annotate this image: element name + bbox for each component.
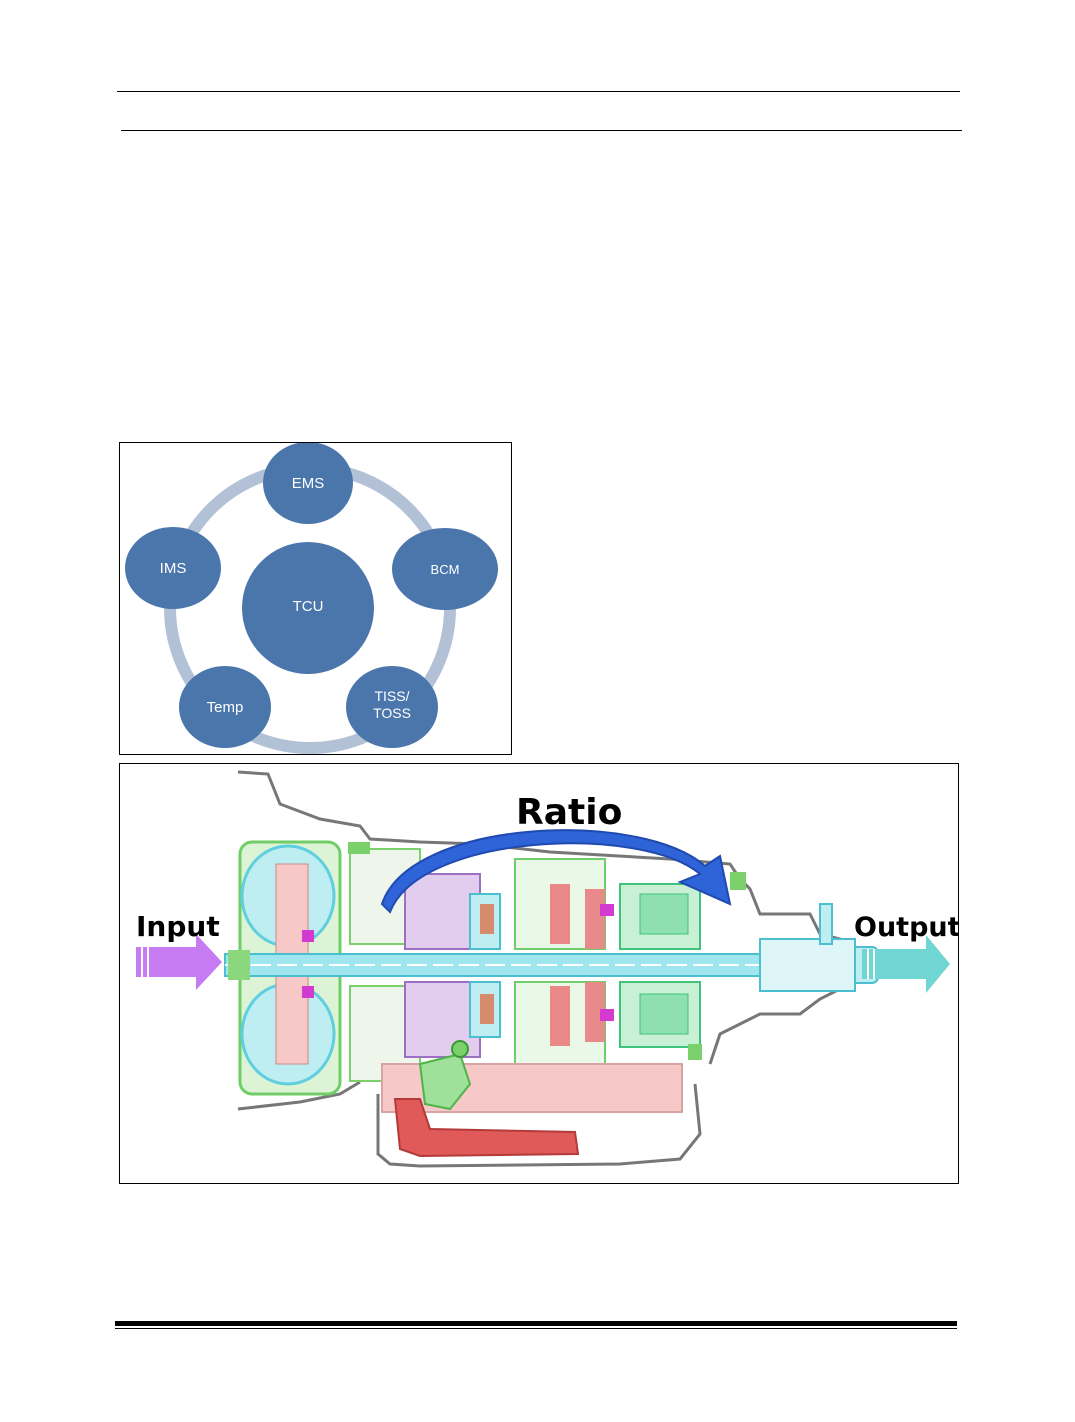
svg-text:EMS: EMS xyxy=(292,475,325,492)
svg-text:TOSS: TOSS xyxy=(373,705,411,721)
output-label: Output xyxy=(854,912,958,943)
node-ems: EMS xyxy=(263,442,353,524)
footer-rule-thick xyxy=(115,1321,957,1326)
svg-text:Temp: Temp xyxy=(207,699,244,716)
svg-text:IMS: IMS xyxy=(160,560,187,577)
input-label: Input xyxy=(136,910,220,943)
node-temp: Temp xyxy=(179,666,271,748)
ratio-label: Ratio xyxy=(516,792,622,833)
footer-rule-thin xyxy=(115,1328,957,1329)
node-bcm: BCM xyxy=(392,528,498,610)
node-tiss-toss: TISS/ TOSS xyxy=(346,666,438,748)
ratio-arrow-icon xyxy=(380,829,732,914)
gearset-upper xyxy=(349,848,701,950)
svg-text:BCM: BCM xyxy=(431,562,460,577)
output-arrow-icon xyxy=(862,935,950,993)
tcu-diagram-figure: EMS BCM TISS/ TOSS Temp IMS TCU xyxy=(119,442,512,755)
output-flange xyxy=(348,842,856,1060)
header-rule-bottom xyxy=(121,130,962,131)
tcu-diagram: EMS BCM TISS/ TOSS Temp IMS TCU xyxy=(125,442,498,754)
oil-strainer xyxy=(393,1098,580,1158)
svg-text:TISS/: TISS/ xyxy=(374,688,409,704)
transmission-figure: Ratio Input Output xyxy=(119,763,961,1184)
transmission-cutaway: Ratio Input Output xyxy=(136,770,961,1168)
input-arrow-icon xyxy=(136,934,222,990)
svg-text:TCU: TCU xyxy=(293,598,324,615)
header-rule-top xyxy=(117,91,960,92)
torque-converter xyxy=(238,840,342,1096)
valve-body xyxy=(381,1040,683,1113)
node-ims: IMS xyxy=(125,527,221,609)
node-tcu: TCU xyxy=(242,542,374,674)
